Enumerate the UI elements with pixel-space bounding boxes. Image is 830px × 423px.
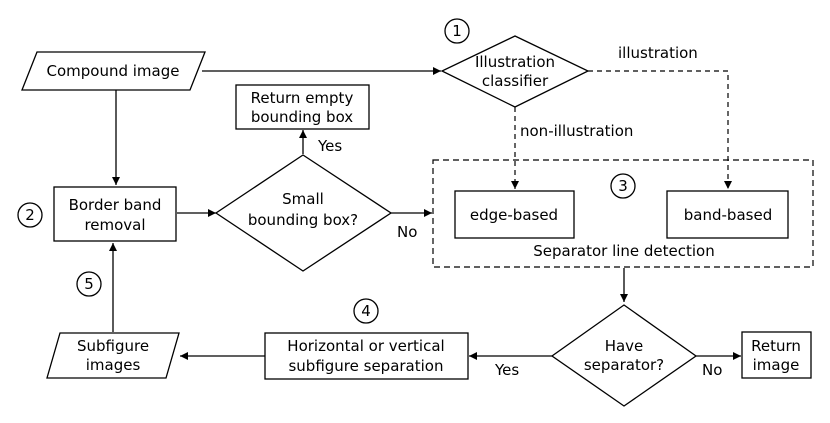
arrow-classifier-to-band-based (588, 70, 732, 189)
step-marker-1: 1 (444, 18, 470, 44)
edge-label-yes-small: Yes (317, 137, 342, 155)
node-return-empty-bbox: Return empty bounding box (235, 84, 370, 130)
step-2-label: 2 (25, 206, 35, 224)
node-edge-based (454, 190, 575, 239)
return-image-label-line2: image (753, 356, 800, 374)
return-empty-label-line2: bounding box (251, 108, 353, 126)
subfigure-images-label-line2: images (86, 356, 141, 374)
have-separator-label-line1: Have (605, 337, 644, 355)
node-subfigure-separation: Horizontal or vertical subfigure separat… (264, 332, 469, 380)
compound-image-label: Compound image (47, 62, 180, 80)
node-subfigure-images: Subfigure images (46, 332, 180, 379)
node-band-based (666, 190, 789, 239)
step-4-label: 4 (361, 302, 371, 320)
step-marker-3: 3 (610, 173, 636, 199)
edge-label-illustration: illustration (618, 44, 698, 62)
have-separator-label-line2: separator? (584, 356, 664, 374)
small-bbox-label-line2: bounding box? (248, 211, 358, 229)
node-small-bbox-decision: Small bounding box? (214, 154, 393, 272)
subfigure-images-label-line1: Subfigure (77, 337, 149, 355)
return-empty-label-line1: Return empty (251, 89, 354, 107)
separator-detection-label: Separator line detection (533, 242, 715, 260)
classifier-label-line1: Illustration (475, 53, 555, 71)
node-compound-image: Compound image (21, 51, 206, 91)
step-3-label: 3 (618, 177, 628, 195)
node-border-band-removal: Border band removal (53, 186, 177, 242)
node-have-separator-decision: Have separator? (550, 304, 698, 407)
edge-label-no-separator: No (702, 361, 722, 379)
band-based-label: band-based (684, 206, 772, 224)
edge-based-label: edge-based (470, 206, 558, 224)
connectors (109, 67, 741, 360)
edge-label-no-small: No (397, 223, 417, 241)
border-band-label-line2: removal (84, 216, 145, 234)
step-marker-2: 2 (17, 202, 43, 228)
edge-label-non-illustration: non-illustration (520, 122, 633, 140)
subfigure-separation-label-line2: subfigure separation (288, 357, 443, 375)
node-separator-line-detection: edge-based band-based Separator line det… (432, 159, 814, 268)
border-band-label-line1: Border band (69, 196, 162, 214)
subfigure-separation-label-line1: Horizontal or vertical (287, 337, 444, 355)
step-marker-5: 5 (76, 271, 102, 297)
node-illustration-classifier: Illustration classifier (440, 35, 590, 108)
step-5-label: 5 (84, 275, 94, 293)
edge-label-yes-separator: Yes (494, 361, 519, 379)
node-return-image: Return image (741, 331, 812, 379)
step-1-label: 1 (452, 22, 462, 40)
step-marker-4: 4 (353, 298, 379, 324)
small-bbox-label-line1: Small (282, 190, 324, 208)
classifier-label-line2: classifier (482, 72, 549, 90)
return-image-label-line1: Return (751, 337, 801, 355)
